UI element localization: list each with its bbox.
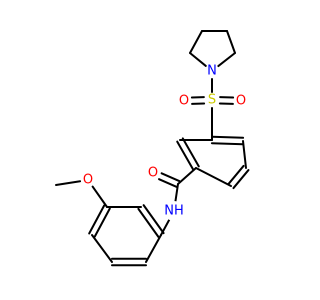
double-bond [158,172,181,188]
bond-line [189,52,207,67]
single-bond [189,30,203,54]
bond-line [93,207,111,238]
atom-label-layer: O NH O S O O N [81,64,248,221]
molecule-structure-diagram: O NH O S O O N [55,30,250,267]
bond-line [181,137,200,168]
double-bond [88,204,111,238]
double-bond [227,164,250,190]
bond-line [210,142,244,146]
single-bond [160,217,172,236]
pyrrolidine-nitrogen-text: N [207,64,217,79]
sulfonyl-sulfur-text: S [208,93,216,108]
sulfonyl-oxygen-right-text: O [236,94,246,109]
sulfonyl-oxygen-left-text: O [179,94,189,109]
amide-nitrogen-text: NH [164,204,184,219]
bond-line [91,185,108,208]
atom-label-background [81,173,95,187]
bond-line [177,167,197,185]
methoxy-oxygen-text: O [83,173,93,188]
single-bond [55,180,82,186]
bond-line [189,30,203,54]
double-bond [176,137,200,171]
single-bond [177,167,197,185]
bond-line [232,169,250,190]
bond-line [137,207,160,238]
carbonyl-oxygen-label: O [146,166,160,181]
single-bond [242,140,247,169]
double-bond [137,204,165,238]
bond-line [227,164,245,185]
atom-label-background [164,201,184,221]
double-bond [190,96,206,105]
bond-line [176,140,195,171]
single-bond [145,234,162,263]
sulfonyl-oxygen-right-label: O [234,94,248,109]
sulfonyl-oxygen-left-label: O [177,94,191,109]
atom-label-background [205,93,219,107]
double-bond [210,135,245,146]
carbonyl-oxygen-text: O [148,166,158,181]
bond-layer [55,30,250,267]
double-bond [218,96,235,105]
amide-nitrogen-label: NH [164,201,184,221]
single-bond [226,30,236,54]
bond-line [55,180,82,186]
single-bond [195,167,232,187]
atom-label-background [177,94,191,108]
bond-line [158,178,178,188]
single-bond [217,52,236,68]
pyrrolidine-nitrogen-label: N [205,64,219,79]
bond-line [160,217,172,236]
methoxy-oxygen-label: O [81,173,95,188]
bond-line [217,52,236,68]
bond-line [145,234,162,263]
single-bond [91,185,108,208]
double-bond [111,257,147,267]
bond-line [160,172,181,183]
bond-line [211,135,245,139]
bond-line [242,140,247,169]
single-bond [189,52,207,67]
bond-line [88,204,106,235]
bond-line [91,234,113,263]
atom-label-background [205,64,219,78]
atom-label-background [234,94,248,108]
bond-line [195,167,232,187]
atom-label-background [146,166,160,180]
bond-line [142,204,165,235]
bond-line [226,30,236,54]
single-bond [91,234,113,263]
sulfonyl-sulfur-label: S [205,93,219,108]
